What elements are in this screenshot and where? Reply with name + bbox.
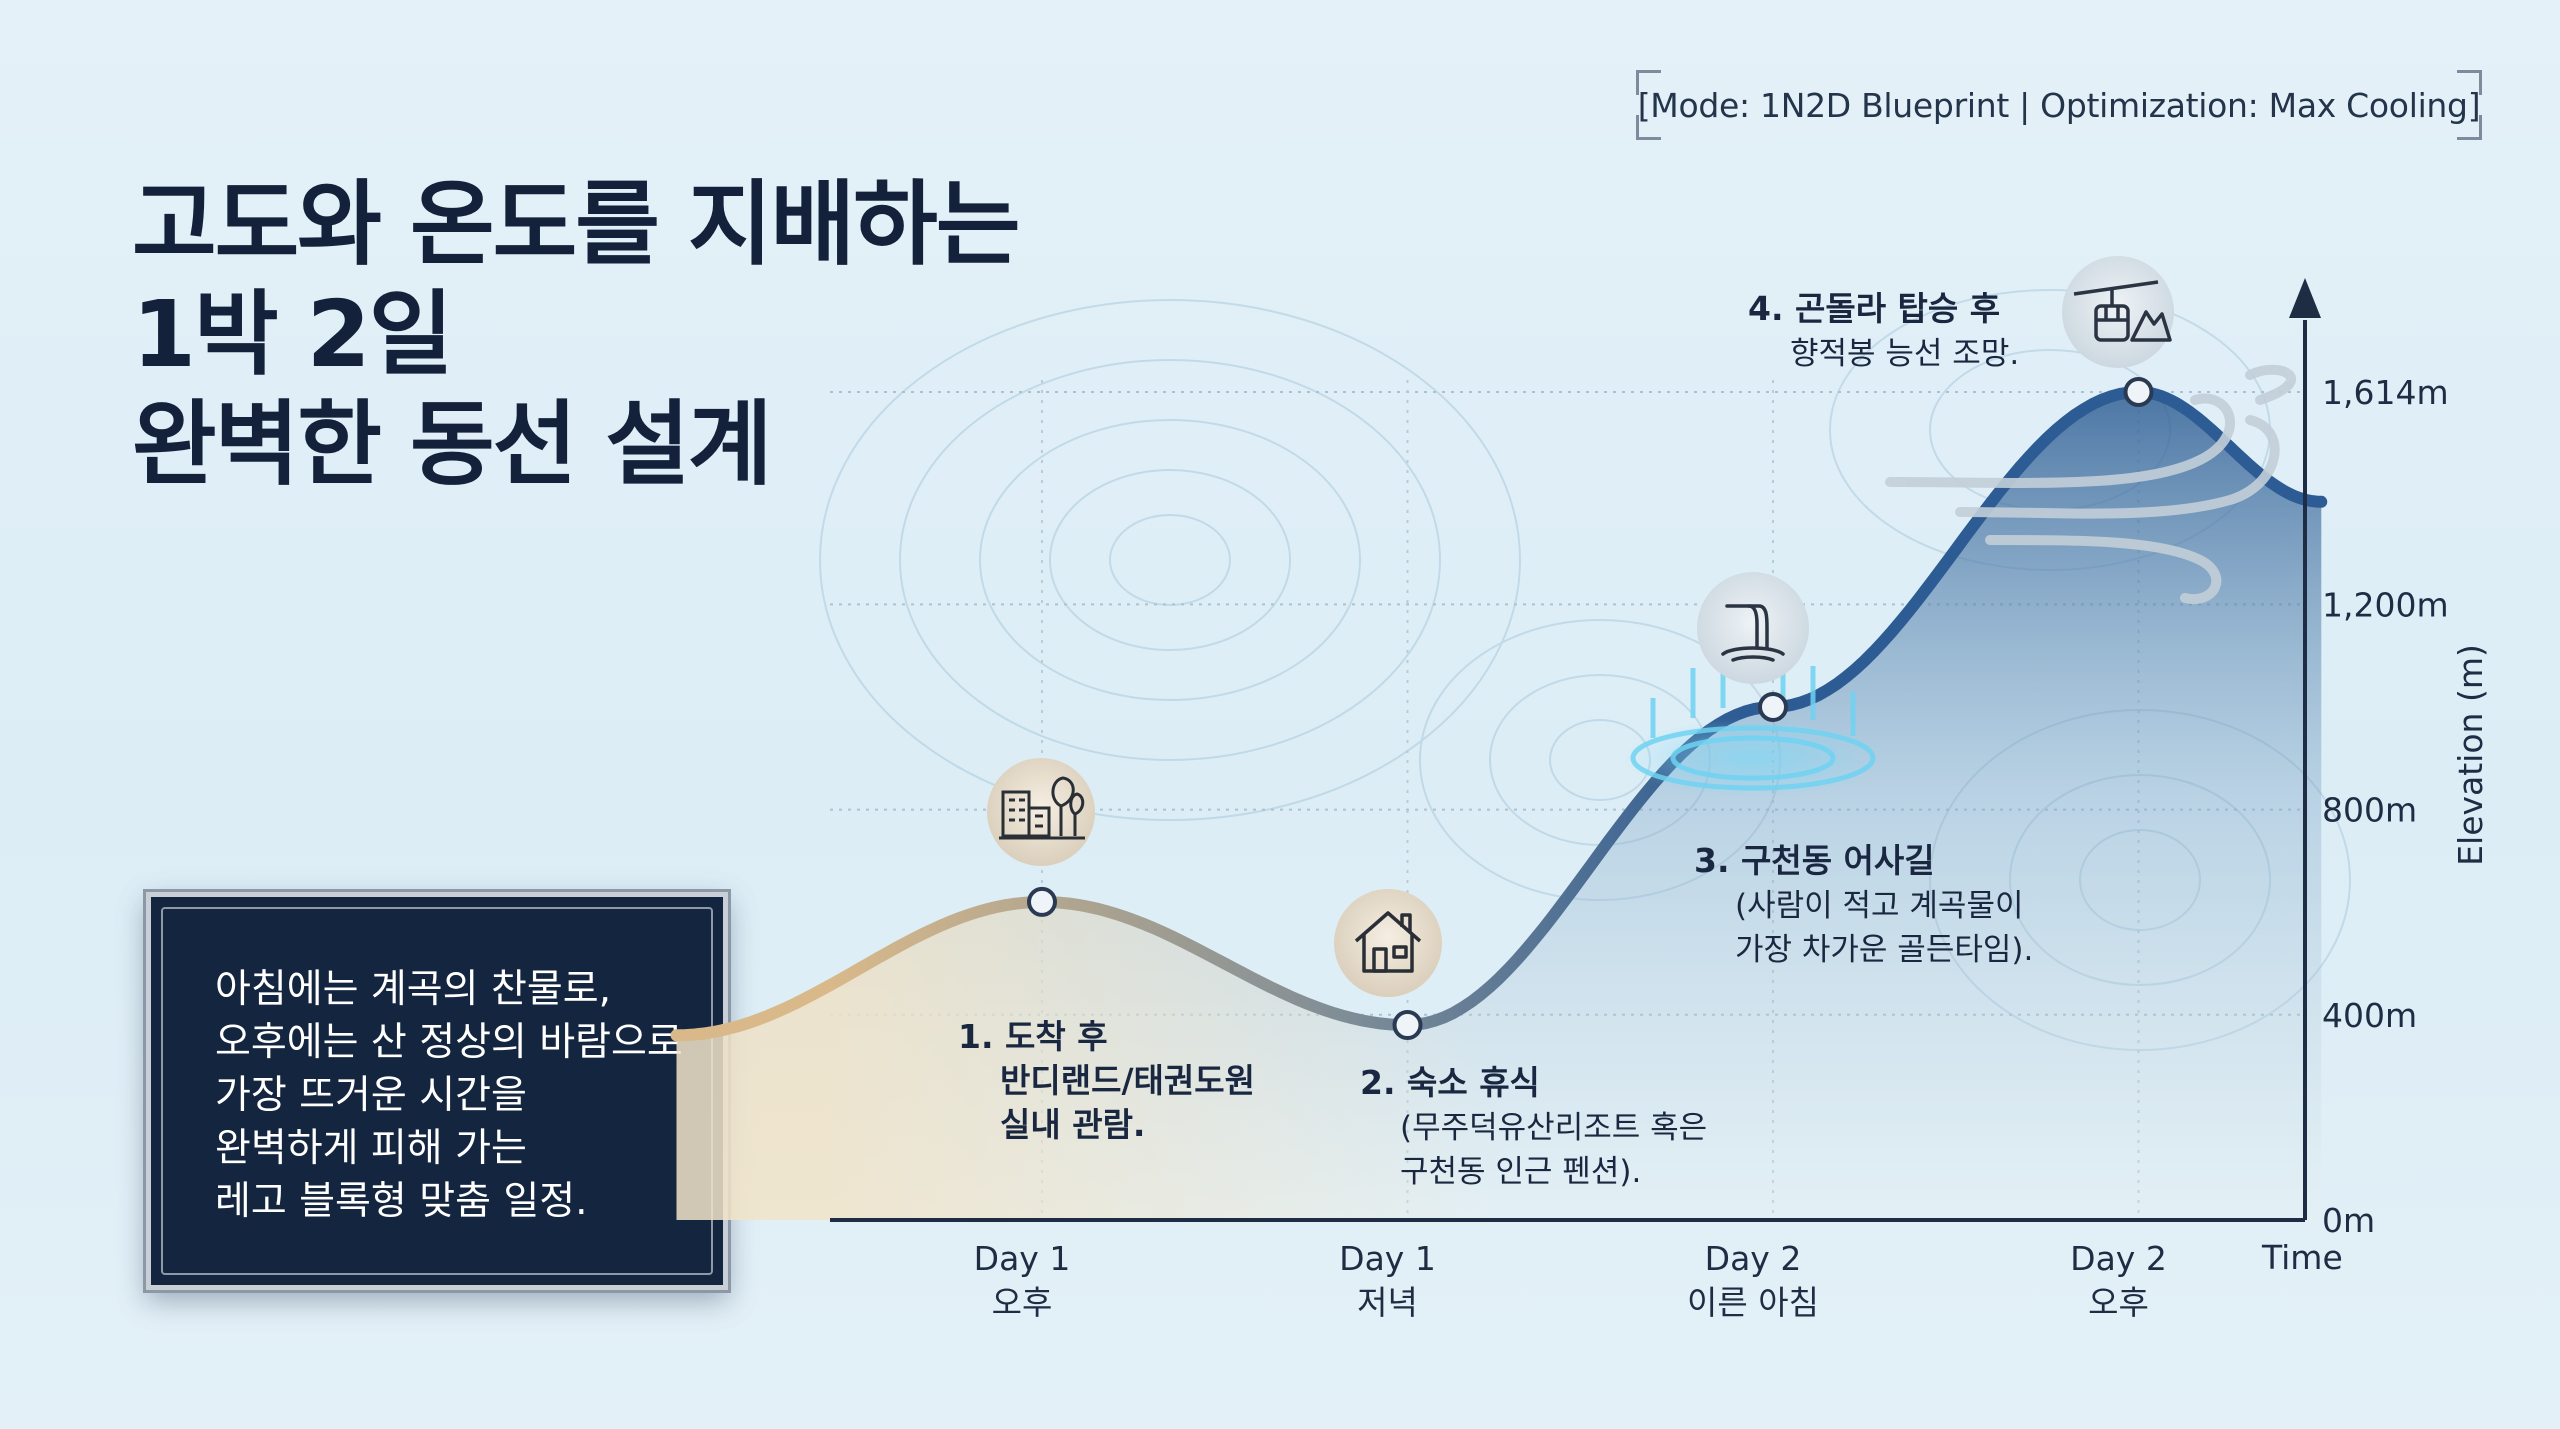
stop-description: 실내 관람. xyxy=(1000,1105,1145,1144)
bracket-corner-icon xyxy=(1636,115,1661,140)
note-line: 완벽하게 피해 가는 xyxy=(215,1126,527,1171)
stop-marker xyxy=(2123,377,2154,407)
elevation-area xyxy=(676,392,2322,1220)
stop-description: 가장 차가운 골든타임). xyxy=(1735,932,2033,968)
x-tick-label: 오후 xyxy=(992,1283,1053,1322)
y-tick-label: 1,614m xyxy=(2322,373,2449,412)
stop-marker xyxy=(1027,886,1057,917)
y-tick-label: 800m xyxy=(2322,791,2417,830)
stop-description: (사람이 적고 계곡물이 xyxy=(1735,888,2023,924)
bracket-corner-icon xyxy=(1636,70,1661,95)
stop-marker xyxy=(1392,1010,1423,1041)
mode-tag-text: [Mode: 1N2D Blueprint | Optimization: Ma… xyxy=(1637,85,2481,125)
title-line: 1박 2일 xyxy=(132,281,453,388)
elevation-fill-warm xyxy=(676,392,2322,1220)
x-tick-label: Day 2 xyxy=(2070,1239,2167,1278)
x-tick-label: Day 2 xyxy=(1705,1239,1802,1278)
y-axis-arrow-icon xyxy=(2289,278,2321,318)
stop-markers xyxy=(1027,377,2154,1041)
summary-note-box: 아침에는 계곡의 찬물로, 오후에는 산 정상의 바람으로 가장 뜨거운 시간을… xyxy=(146,892,728,1290)
note-line: 레고 블록형 맞춤 일정. xyxy=(215,1179,588,1224)
x-tick-label: Day 1 xyxy=(1339,1239,1436,1278)
stop-description: 반디랜드/태권도원 xyxy=(1000,1061,1255,1100)
stop-description: 구천동 인근 펜션). xyxy=(1400,1154,1641,1190)
stop-title: 4. 곤돌라 탑승 후 xyxy=(1748,289,2000,328)
stop-title: 3. 구천동 어사길 xyxy=(1694,841,1935,880)
house-icon xyxy=(1334,889,1442,997)
mode-tag: [Mode: 1N2D Blueprint | Optimization: Ma… xyxy=(1636,70,2482,140)
x-tick-label: 이른 아침 xyxy=(1687,1283,1819,1322)
gondola-icon xyxy=(2062,256,2174,368)
stop-marker xyxy=(1758,691,1788,722)
y-axis-label: Elevation (m) xyxy=(2451,644,2490,866)
y-tick-label: 0m xyxy=(2322,1201,2375,1240)
water-ripple-icon xyxy=(1623,572,1883,798)
stop-description: 향적봉 능선 조망. xyxy=(1790,336,2019,372)
title-line: 완벽한 동선 설계 xyxy=(132,391,773,498)
bracket-corner-icon xyxy=(2457,115,2482,140)
stop-description: (무주덕유산리조트 혹은 xyxy=(1400,1110,1707,1146)
x-tick-label: 저녁 xyxy=(1357,1283,1418,1322)
wind-icon xyxy=(1885,364,2296,605)
note-line: 가장 뜨거운 시간을 xyxy=(215,1073,527,1118)
y-tick-label: 400m xyxy=(2322,996,2417,1035)
stop-title: 1. 도착 후 xyxy=(958,1017,1108,1056)
x-tick-label: 오후 xyxy=(2088,1283,2149,1322)
title-line: 고도와 온도를 지배하는 xyxy=(132,171,1020,278)
x-tick-label: Day 1 xyxy=(974,1239,1071,1278)
x-tick-labels: Day 1 오후 Day 1 저녁 Day 2 이른 아침 Day 2 오후 xyxy=(974,1239,2167,1322)
city-building-icon xyxy=(987,758,1095,866)
page-title: 고도와 온도를 지배하는 1박 2일 완벽한 동선 설계 xyxy=(132,170,1020,500)
bracket-corner-icon xyxy=(2457,70,2482,95)
stop-title: 2. 숙소 휴식 xyxy=(1360,1063,1540,1102)
elevation-profile-line xyxy=(670,385,2328,1042)
note-line: 오후에는 산 정상의 바람으로 xyxy=(215,1020,683,1065)
elevation-line xyxy=(670,385,2328,1042)
y-tick-labels: 0m 400m 800m 1,200m 1,614m xyxy=(2322,373,2449,1240)
x-axis-label: Time xyxy=(2261,1238,2343,1277)
note-line: 아침에는 계곡의 찬물로, xyxy=(215,967,611,1012)
y-tick-label: 1,200m xyxy=(2322,585,2449,624)
